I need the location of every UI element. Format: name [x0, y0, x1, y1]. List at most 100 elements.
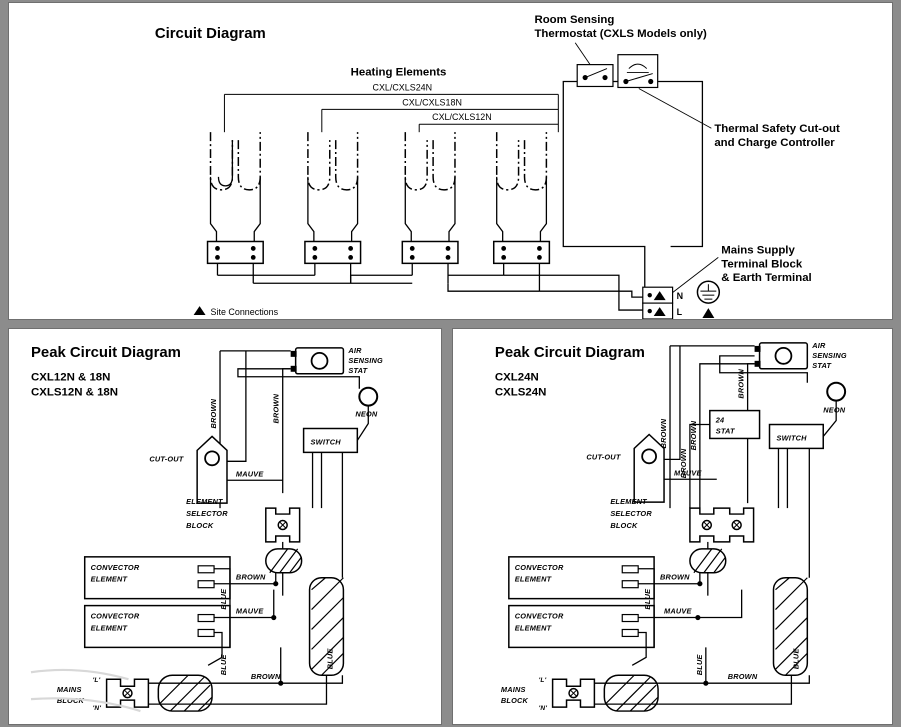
wire-label-blue-return: BLUE — [791, 648, 800, 670]
mains-terminal-n-label: 'N' — [539, 705, 548, 712]
right-model-line2: CXLS24N — [495, 387, 547, 399]
heating-element-3 — [401, 132, 459, 284]
thermal-callout-line1: Thermal Safety Cut-out — [714, 123, 840, 135]
air-stat-label-line3: STAT — [348, 366, 368, 375]
air-sensing-stat-symbol — [290, 347, 345, 375]
convector-1-label-line2: ELEMENT — [515, 575, 553, 584]
mains-terminal-l-label: 'L' — [93, 677, 101, 684]
link-wire-3 — [349, 274, 413, 284]
wire-label-brown-a: BROWN — [737, 369, 746, 399]
cutout-top-wire — [664, 345, 681, 460]
neon-feed-wire — [237, 368, 360, 389]
room-stat-leader-line — [574, 42, 591, 65]
wire-label-mauve-left: MAUVE — [674, 468, 702, 477]
junction-dot-mauve — [695, 614, 701, 621]
brown-run-b — [699, 363, 755, 509]
terminal-label-neutral: N — [677, 291, 683, 301]
element-label-12n: CXL/CXLS12N — [432, 112, 492, 122]
convector-2-label-line2: ELEMENT — [91, 623, 129, 632]
mains-block-label-line2: BLOCK — [501, 696, 529, 705]
cut-out-symbol — [196, 435, 228, 504]
convector-element-1 — [508, 556, 655, 600]
element-selector-label-line2: SELECTOR — [610, 509, 652, 518]
convector-2-label-line1: CONVECTOR — [515, 612, 564, 621]
mains-callout-line2: Terminal Block — [721, 258, 803, 270]
cutout-return-wire — [562, 80, 646, 298]
thermal-leader-line — [638, 88, 712, 129]
element-selector-block-symbol — [265, 507, 301, 543]
element-selector-label-line3: BLOCK — [610, 521, 638, 530]
heating-element-2 — [304, 132, 362, 284]
wire-label-blue-return: BLUE — [325, 648, 334, 670]
mains-brown-run — [280, 675, 344, 684]
wire-label-blue-elements: BLUE — [643, 588, 652, 610]
terminal-label-live: L — [677, 307, 683, 317]
junction-dot-brown — [273, 581, 279, 587]
air-stat-label-line3: STAT — [812, 361, 832, 370]
mains-connector-sleeve — [603, 674, 659, 712]
right-diagram-canvas: Peak Circuit Diagram CXL24N CXLS24N AIR … — [495, 341, 847, 712]
convector-2-label-line1: CONVECTOR — [91, 612, 140, 621]
wire-to-live — [503, 274, 645, 311]
air-sensing-stat-symbol — [754, 342, 809, 370]
connector-sleeve-upper — [265, 548, 303, 574]
mains-block-symbol — [105, 678, 150, 708]
decorative-swoosh-2 — [30, 697, 141, 713]
heating-elements-heading: Heating Elements — [351, 67, 447, 79]
room-stat-callout-line2: Thermostat (CXLS Models only) — [534, 28, 707, 40]
mains-terminal-l-label: 'L' — [539, 677, 547, 684]
thermal-cutout-symbol — [617, 54, 659, 89]
wire-label-brown-element: BROWN — [660, 573, 690, 582]
left-panel-title: Peak Circuit Diagram — [31, 344, 181, 361]
neon-label: NEON — [355, 410, 378, 419]
mains-callout-line3: & Earth Terminal — [721, 272, 811, 284]
convector-element-2 — [83, 604, 231, 649]
neon-to-switch-wire — [356, 405, 369, 441]
cut-out-label: CUT-OUT — [149, 454, 184, 463]
mains-blue-return — [212, 675, 328, 705]
mains-block-label-line2: BLOCK — [57, 696, 85, 705]
convector-1-label-line1: CONVECTOR — [515, 563, 564, 572]
wire-label-brown-mains: BROWN — [251, 672, 281, 681]
neon-feed-wire — [719, 355, 808, 383]
element-blue-bus — [638, 568, 655, 648]
wire-label-brown-far-left: BROWN — [659, 418, 668, 448]
cutout-feed-wire — [657, 80, 704, 248]
left-diagram-canvas: Peak Circuit Diagram CXL12N & 18N CXLS12… — [30, 344, 383, 713]
site-connections-legend: Site Connections — [211, 307, 279, 317]
right-panel-title: Peak Circuit Diagram — [495, 344, 645, 361]
earth-terminal-icon — [696, 280, 721, 304]
stat24-out-wire — [689, 423, 710, 509]
connector-sleeve-upper — [689, 548, 727, 574]
convector-element-1 — [83, 556, 231, 600]
mains-block-symbol — [551, 678, 596, 708]
room-stat-callout-line1: Room Sensing — [534, 14, 614, 26]
mains-leader-line — [666, 257, 719, 298]
mains-terminal-block: N L — [642, 286, 683, 319]
earth-site-marker — [702, 308, 715, 319]
wire-to-neutral — [539, 290, 645, 298]
site-connections-marker-icon — [193, 306, 206, 316]
wire-label-mauve-element: MAUVE — [664, 607, 692, 616]
connector-sleeve-tall — [308, 576, 345, 676]
stat-24-symbol — [709, 409, 761, 440]
left-model-line1: CXL12N & 18N — [31, 372, 110, 384]
mains-terminal-n-label: 'N' — [93, 705, 102, 712]
switch-label: SWITCH — [776, 433, 807, 442]
top-diagram-canvas: Circuit Diagram Heating Elements CXL/CXL… — [155, 14, 840, 319]
wire-label-brown-mains: BROWN — [728, 672, 758, 681]
mains-block-label-line1: MAINS — [57, 685, 82, 694]
stat-24-label-line2: STAT — [716, 426, 736, 435]
mains-blue-return — [658, 675, 793, 705]
cutout-top-wire — [226, 350, 247, 462]
cut-out-label: CUT-OUT — [586, 452, 621, 461]
stat-out-wire — [282, 368, 291, 494]
element-selector-block-symbol — [689, 507, 755, 543]
mains-brown-run — [705, 675, 810, 684]
switch-symbol — [768, 423, 824, 450]
element-blue-bus — [214, 568, 231, 648]
convector-2-label-line2: ELEMENT — [515, 623, 553, 632]
decorative-swoosh-1 — [30, 668, 129, 681]
element-label-18n: CXL/CXLS18N — [402, 97, 462, 107]
wire-label-brown-c: BROWN — [679, 448, 688, 478]
